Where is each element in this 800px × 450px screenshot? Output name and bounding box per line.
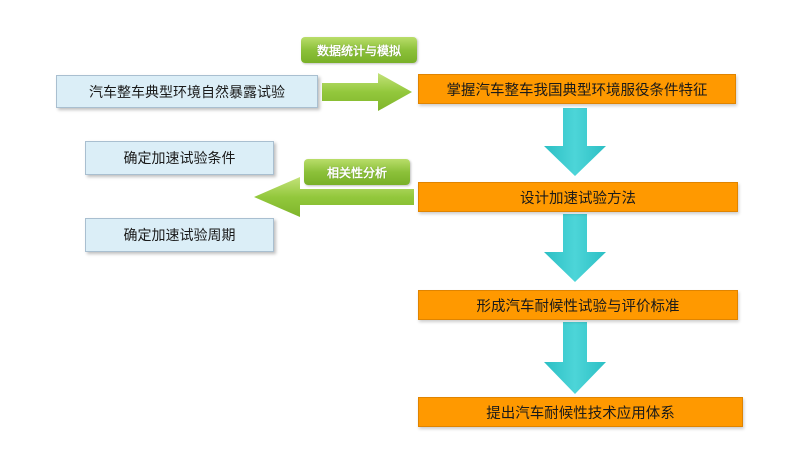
application-system-box: 提出汽车耐候性技术应用体系 bbox=[418, 397, 743, 427]
cyan-down-arrow-icon bbox=[544, 108, 606, 176]
cyan-down-arrow-icon bbox=[544, 322, 606, 394]
correlation-analysis-tag: 相关性分析 bbox=[304, 159, 410, 185]
green-right-arrow-icon bbox=[322, 73, 412, 111]
data-stats-tag: 数据统计与模拟 bbox=[301, 37, 417, 63]
master-conditions-box: 掌握汽车整车我国典型环境服役条件特征 bbox=[418, 74, 736, 104]
cyan-down-arrow-icon bbox=[544, 214, 606, 282]
accelerated-test-period-box: 确定加速试验周期 bbox=[85, 218, 274, 252]
accelerated-test-conditions-box: 确定加速试验条件 bbox=[85, 141, 274, 175]
exposure-test-box: 汽车整车典型环境自然暴露试验 bbox=[56, 75, 318, 108]
form-standard-box: 形成汽车耐候性试验与评价标准 bbox=[418, 290, 738, 320]
design-test-method-box: 设计加速试验方法 bbox=[418, 182, 738, 212]
green-left-arrow-icon bbox=[254, 177, 414, 217]
